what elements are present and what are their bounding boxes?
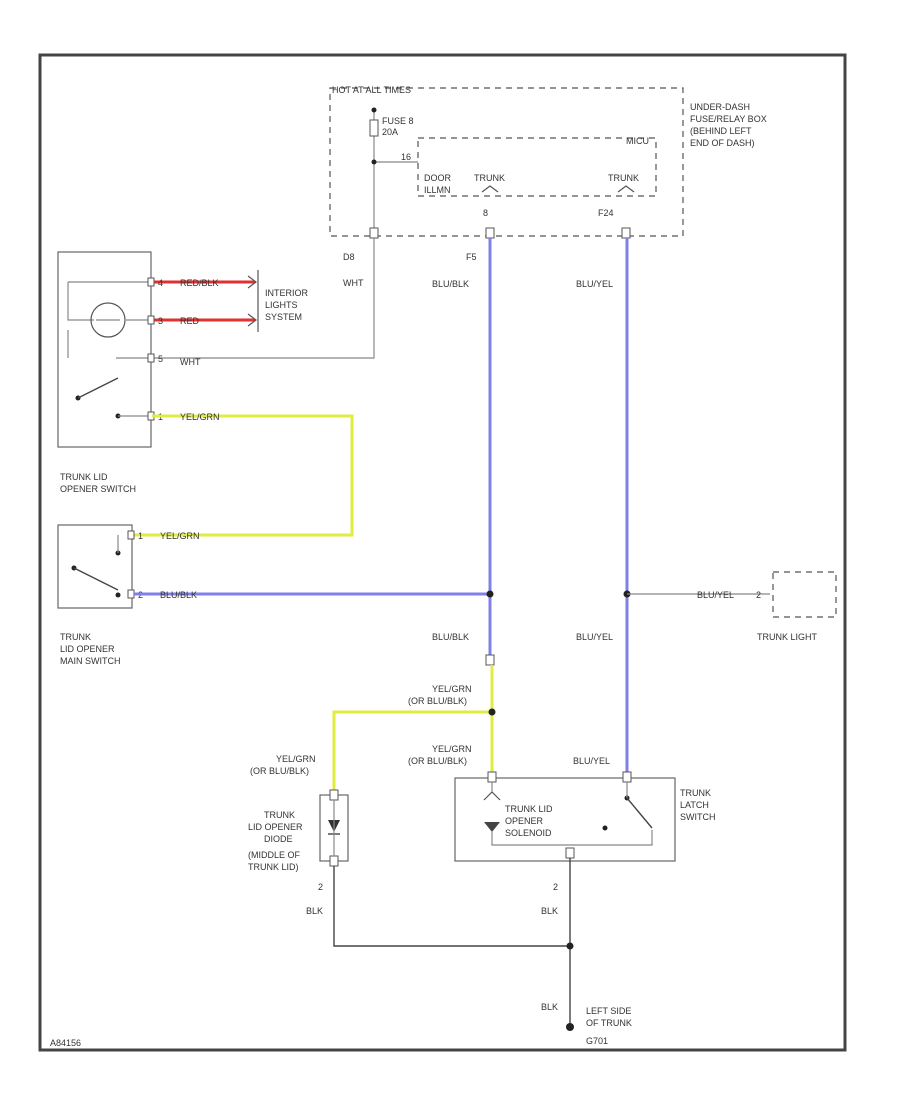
pin-main-1: 1 [138,531,143,541]
micu-label: MICU [626,136,649,146]
door-label-1: DOOR [424,173,452,183]
wire-yel-grn [130,414,354,537]
trunk-lid-opener-main-switch [57,524,133,609]
trunk-light-label: TRUNK LIGHT [757,632,818,642]
micu-pin-16: 16 [401,152,411,162]
wire-or-blublk-a: (OR BLU/BLK) [408,696,467,706]
pin-red-blk: 4 [158,278,163,288]
main-switch-label-1: TRUNK [60,632,91,642]
door-label-2: ILLMN [424,185,451,195]
wire-bluyel-top: BLU/YEL [576,279,613,289]
diagram-frame [38,53,847,1052]
wire-yelgrn-2: YEL/GRN [160,531,200,541]
solenoid-latch-box [454,777,676,862]
wire-red-label: RED [180,316,200,326]
underdash-label-4: END OF DASH) [690,138,755,148]
wire-bluyel-low: BLU/YEL [573,756,610,766]
wire-blk-3: BLK [541,1002,558,1012]
diode-label-4: (MIDDLE OF [248,850,301,860]
wire-bluyel-trunk: BLU/YEL [697,590,734,600]
solenoid-label-3: SOLENOID [505,828,552,838]
wire-blk-2: BLK [541,906,558,916]
wire-yelgrn-or-b: YEL/GRN [432,744,472,754]
fuse-label-2: 20A [382,127,398,137]
wire-yel-grn-diode [332,710,492,795]
micu-box [417,137,657,197]
ground-label-1: LEFT SIDE [586,1006,631,1016]
underdash-header: HOT AT ALL TIMES [332,85,411,95]
wire-bluyel-mid: BLU/YEL [576,632,613,642]
diode-label-5: TRUNK LID) [248,862,299,872]
main-switch-label-3: MAIN SWITCH [60,656,121,666]
pin-out-d8: D8 [343,252,355,262]
pin-out-f5: F5 [466,252,477,262]
trunk-output-b-label: TRUNK [608,173,639,183]
diode-label-2: LID OPENER [248,822,303,832]
ground-g701 [566,1023,574,1031]
wire-wht-2: WHT [180,357,201,367]
fuse-label-1: FUSE 8 [382,116,414,126]
interior-lights-label-2: LIGHTS [265,300,298,310]
wire-or-blublk-c: (OR BLU/BLK) [250,766,309,776]
wire-wht-1: WHT [343,278,364,288]
underdash-label-3: (BEHIND LEFT [690,126,752,136]
lamp-symbol [90,302,126,338]
wire-yelgrn-or-a: YEL/GRN [432,684,472,694]
underdash-label-2: FUSE/RELAY BOX [690,114,767,124]
wire-red-blk-label: RED/BLK [180,278,219,288]
latch-label-3: SWITCH [680,812,716,822]
diode-label-3: DIODE [264,834,293,844]
diagram-code: A84156 [50,1038,81,1048]
wire-blublk-top: BLU/BLK [432,279,469,289]
trunk-lid-opener-switch [57,251,152,448]
opener-switch-label-2: OPENER SWITCH [60,484,136,494]
pin-trunk-a: 8 [483,208,488,218]
pin-red: 3 [158,316,163,326]
main-switch-label-2: LID OPENER [60,644,115,654]
fuse-symbol [369,119,379,137]
pin-sol: 2 [553,882,558,892]
pin-diode: 2 [318,882,323,892]
diode-label-1: TRUNK [264,810,295,820]
wire-blk-1: BLK [306,906,323,916]
ground-label-2: OF TRUNK [586,1018,632,1028]
underdash-label-1: UNDER-DASH [690,102,750,112]
latch-label-2: LATCH [680,800,709,810]
pin-light: 2 [756,590,761,600]
latch-label-1: TRUNK [680,788,711,798]
underdash-box [329,87,684,237]
pin-wht: 5 [158,354,163,364]
interior-lights-label-3: SYSTEM [265,312,302,322]
solenoid-symbol [484,822,500,832]
solenoid-label-1: TRUNK LID [505,804,553,814]
wire-blublk-main-label: BLU/BLK [160,590,197,600]
pin-trunk-b: F24 [598,208,614,218]
solenoid-label-2: OPENER [505,816,544,826]
ground-label-3: G701 [586,1036,608,1046]
wire-yelgrn-or-c: YEL/GRN [276,754,316,764]
wire-or-blublk-b: (OR BLU/BLK) [408,756,467,766]
trunk-output-a-label: TRUNK [474,173,505,183]
opener-switch-label-1: TRUNK LID [60,472,108,482]
wire-yelgrn-1: YEL/GRN [180,412,220,422]
trunk-light-box [772,571,837,618]
wire-blublk-mid: BLU/BLK [432,632,469,642]
interior-lights-label-1: INTERIOR [265,288,309,298]
